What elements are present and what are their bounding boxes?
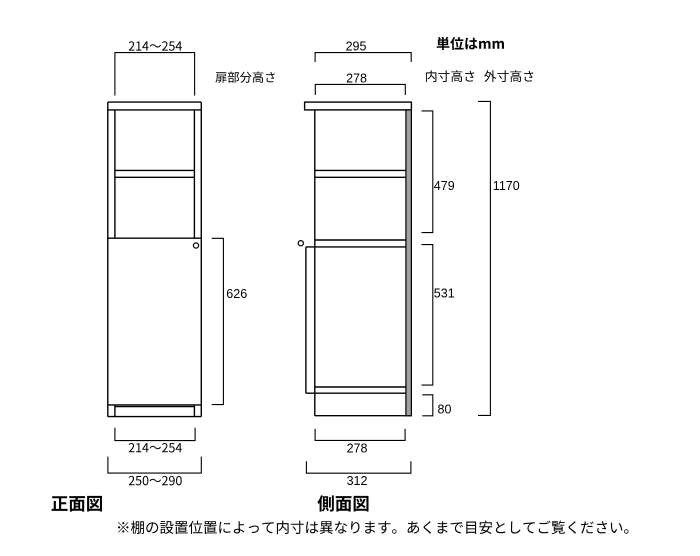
fv-bottom-outer-width-value-glyphs bbox=[128, 475, 182, 486]
sv-outer-depth-value: 295 bbox=[346, 40, 367, 54]
sv-total-height-value: 1170 bbox=[493, 179, 520, 193]
fv-bottom-outer-width-value bbox=[128, 475, 182, 486]
front-view-drawing bbox=[107, 101, 203, 418]
sv-inner-height-label-glyphs bbox=[426, 70, 475, 82]
side-view-title-glyphs bbox=[317, 495, 369, 512]
fv-bottom-inner-width-bracket bbox=[114, 427, 196, 442]
front-view-title-glyphs bbox=[51, 495, 102, 512]
sv-top-board bbox=[303, 101, 413, 111]
sv-upper-height-bracket bbox=[421, 110, 434, 234]
fv-top-width-value bbox=[128, 41, 182, 51]
sv-inner-height-label bbox=[426, 70, 475, 82]
sv-door-knob bbox=[297, 239, 304, 247]
sv-outer-height-label-glyphs bbox=[484, 70, 534, 82]
bottom-note bbox=[118, 520, 629, 534]
fv-bottom-inner-width-value bbox=[128, 443, 182, 453]
side-view-drawing bbox=[297, 101, 413, 417]
side-view-dimensions bbox=[305, 52, 491, 474]
diagram-labels bbox=[51, 36, 629, 534]
fv-door-knob bbox=[192, 242, 200, 249]
sv-back-panel bbox=[405, 109, 412, 417]
fv-door-section-label bbox=[215, 71, 275, 83]
sv-upper-height-value: 479 bbox=[434, 179, 455, 193]
fv-door-height-bracket bbox=[211, 237, 224, 406]
fv-door-height-value: 626 bbox=[226, 287, 247, 301]
sv-bottom-outer-depth-bracket bbox=[305, 461, 412, 474]
sv-lower-height-bracket bbox=[421, 244, 434, 386]
fv-top-width-value-glyphs bbox=[128, 41, 182, 51]
sv-base-height-value: 80 bbox=[438, 403, 452, 417]
sv-bottom-inner-depth-value: 278 bbox=[347, 441, 368, 455]
sv-total-height-bracket bbox=[478, 100, 491, 416]
unit-label-glyphs bbox=[436, 36, 504, 50]
sv-inner-depth-bracket bbox=[314, 83, 406, 95]
front-view-dimensions bbox=[107, 52, 224, 474]
sv-outer-height-label bbox=[484, 70, 534, 82]
unit-label bbox=[436, 36, 504, 50]
fv-top-width-bracket bbox=[114, 52, 196, 96]
fv-bottom-outer-width-bracket bbox=[107, 456, 202, 474]
fv-door-section-label-glyphs bbox=[215, 71, 275, 83]
dimension-values: 295 278 479 1170 531 80 626 278 312 bbox=[226, 40, 519, 489]
sv-lower-height-value: 531 bbox=[434, 286, 455, 300]
fv-bottom-inner-width-value-glyphs bbox=[128, 443, 182, 453]
sv-bottom-inner-depth-bracket bbox=[314, 428, 406, 441]
side-view-title bbox=[317, 495, 369, 512]
sv-base-height-bracket bbox=[422, 394, 434, 417]
sv-outer-depth-bracket bbox=[314, 52, 412, 62]
sv-inner-depth-value: 278 bbox=[346, 71, 367, 85]
front-view-title bbox=[51, 495, 102, 512]
bottom-note-glyphs bbox=[118, 520, 629, 534]
sv-bottom-outer-depth-value: 312 bbox=[347, 474, 368, 488]
